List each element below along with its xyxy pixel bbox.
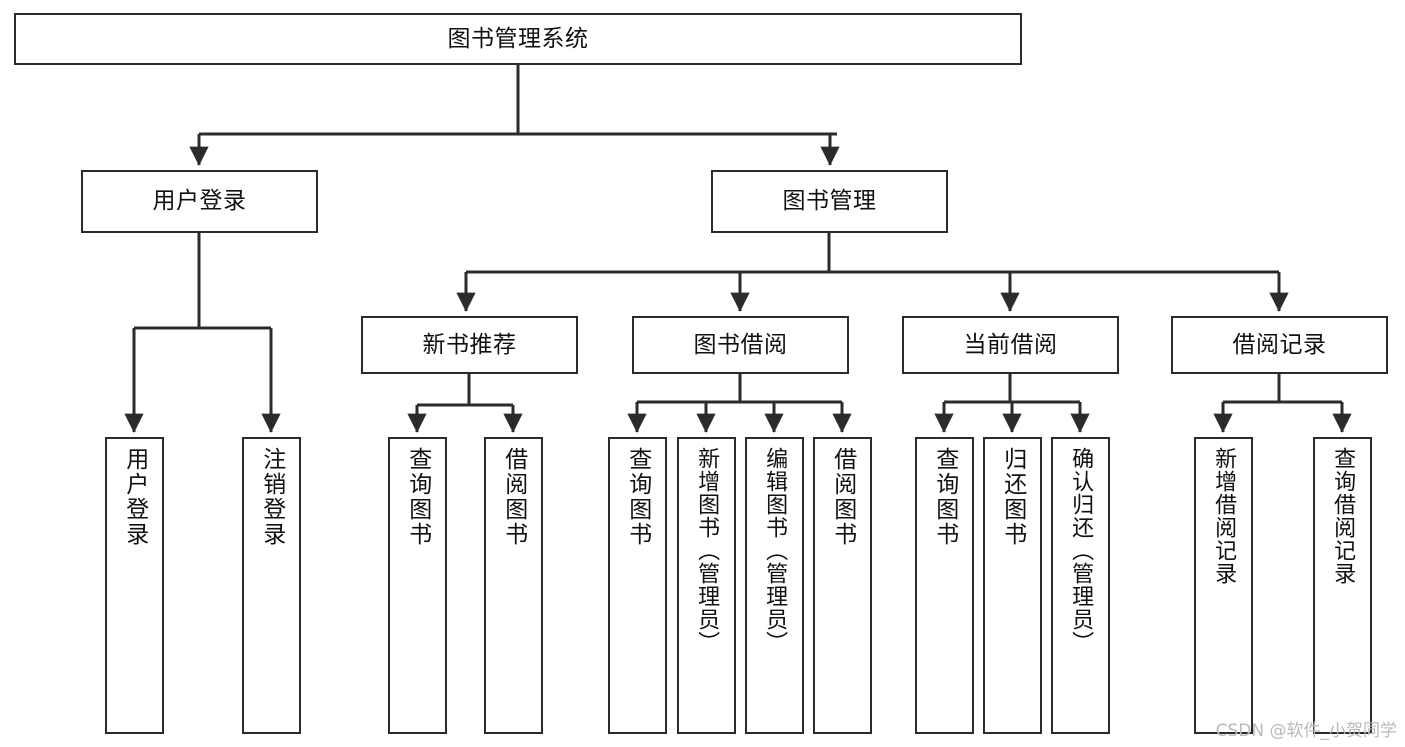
node-book-manage-label: 图书管理: [782, 188, 877, 215]
node-book-borrow[interactable]: 图书借阅: [632, 316, 849, 374]
node-leaf-current-confirm-return-label: 确认归还（管理员）: [1068, 447, 1094, 654]
node-leaf-current-query-book[interactable]: 查询图书: [915, 437, 974, 734]
node-current-borrow[interactable]: 当前借阅: [902, 316, 1119, 374]
node-user-login-label: 用户登录: [152, 188, 247, 215]
node-leaf-current-return-book[interactable]: 归还图书: [983, 437, 1042, 734]
node-leaf-current-return-book-label: 归还图书: [999, 447, 1026, 547]
node-leaf-record-add-label: 新增借阅记录: [1211, 447, 1237, 585]
node-leaf-borrow-query-book[interactable]: 查询图书: [608, 437, 667, 734]
node-book-manage[interactable]: 图书管理: [711, 170, 948, 233]
node-user-login[interactable]: 用户登录: [81, 170, 318, 233]
node-leaf-borrow-add-book[interactable]: 新增图书（管理员）: [677, 437, 736, 734]
csdn-watermark: CSDN @软件_小贺同学: [1215, 721, 1397, 741]
node-leaf-borrow-borrow-book[interactable]: 借阅图书: [813, 437, 872, 734]
node-leaf-rec-query-book[interactable]: 查询图书: [388, 437, 447, 734]
node-leaf-record-query[interactable]: 查询借阅记录: [1313, 437, 1372, 734]
node-leaf-rec-borrow-book-label: 借阅图书: [500, 447, 527, 547]
node-root[interactable]: 图书管理系统: [14, 13, 1022, 65]
node-leaf-borrow-query-book-label: 查询图书: [624, 447, 651, 547]
node-book-borrow-label: 图书借阅: [693, 331, 788, 358]
node-leaf-user-login-label: 用户登录: [121, 447, 148, 547]
node-current-borrow-label: 当前借阅: [963, 331, 1058, 358]
node-leaf-user-logout[interactable]: 注销登录: [242, 437, 301, 734]
node-borrow-record[interactable]: 借阅记录: [1171, 316, 1388, 374]
node-leaf-rec-query-book-label: 查询图书: [404, 447, 431, 547]
node-leaf-user-login[interactable]: 用户登录: [105, 437, 164, 734]
node-new-book-recommend[interactable]: 新书推荐: [361, 316, 578, 374]
node-leaf-user-logout-label: 注销登录: [258, 447, 285, 547]
node-new-book-recommend-label: 新书推荐: [422, 331, 517, 358]
node-leaf-record-add[interactable]: 新增借阅记录: [1194, 437, 1253, 734]
node-root-label: 图书管理系统: [447, 25, 589, 52]
node-leaf-current-query-book-label: 查询图书: [931, 447, 958, 547]
node-leaf-borrow-edit-book[interactable]: 编辑图书（管理员）: [745, 437, 804, 734]
node-leaf-borrow-borrow-book-label: 借阅图书: [829, 447, 856, 547]
node-leaf-record-query-label: 查询借阅记录: [1330, 447, 1356, 585]
node-leaf-rec-borrow-book[interactable]: 借阅图书: [484, 437, 543, 734]
node-leaf-borrow-add-book-label: 新增图书（管理员）: [694, 447, 720, 654]
node-borrow-record-label: 借阅记录: [1232, 331, 1327, 358]
node-leaf-borrow-edit-book-label: 编辑图书（管理员）: [762, 447, 788, 654]
node-leaf-current-confirm-return[interactable]: 确认归还（管理员）: [1051, 437, 1110, 734]
